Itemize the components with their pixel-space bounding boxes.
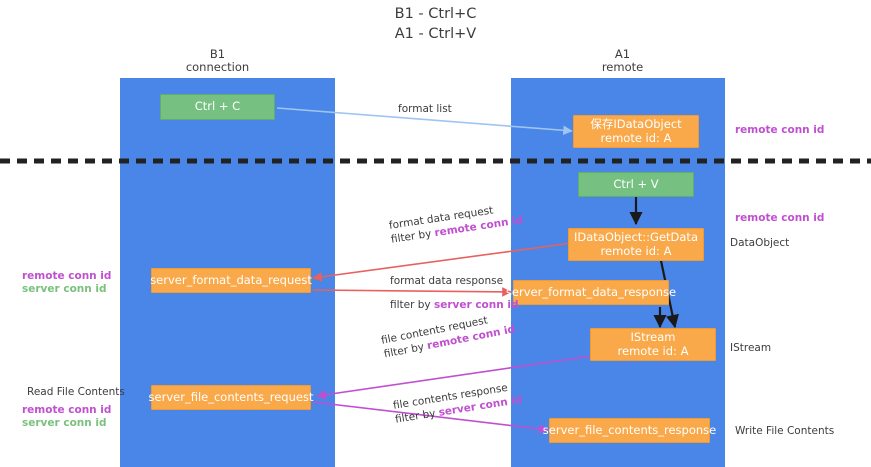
node-istream[interactable]: IStream remote id: A [590, 328, 716, 361]
node-getdata-line1: IDataObject::GetData [573, 230, 698, 244]
annotation-istream: IStream [730, 342, 772, 354]
node-ctrl-v-label: Ctrl + V [613, 176, 659, 191]
edge-label-file-contents-response: file contents response filter by server … [392, 379, 523, 427]
node-getdata-line2: remote id: A [600, 243, 672, 258]
lane-a1-sub: remote [601, 60, 644, 74]
lane-header-a1: A1 remote [555, 48, 690, 74]
node-server-file-contents-request-label: server_file_contents_request [148, 389, 314, 404]
node-server-file-contents-request[interactable]: server_file_contents_request [148, 385, 314, 410]
node-ctrl-c[interactable]: Ctrl + C [160, 94, 275, 120]
edge-fdres-filter-key: server conn id [433, 299, 519, 311]
annotation-dataobject: DataObject [730, 237, 790, 249]
annotation-left-remote-conn-id-1: remote conn id [22, 270, 112, 282]
annotation-left-server-conn-id-2: server conn id [22, 417, 107, 429]
annotation-read-file-contents: Read File Contents [27, 386, 125, 398]
lane-header-b1: B1 connection [150, 48, 285, 74]
node-server-format-data-request-label: server_format_data_request [150, 272, 312, 287]
title-line-1: B1 - Ctrl+C [394, 6, 477, 22]
node-server-file-contents-response-label: server_file_contents_response [542, 422, 717, 437]
lane-b1-sub: connection [185, 60, 250, 74]
node-ctrl-c-label: Ctrl + C [194, 99, 241, 114]
edge-label-format-list-text: format list [398, 103, 452, 115]
lane-b1-name: B1 [209, 47, 226, 61]
node-ctrl-v[interactable]: Ctrl + V [578, 172, 694, 197]
diagram-title: B1 - Ctrl+C A1 - Ctrl+V [0, 4, 871, 44]
node-server-file-contents-response[interactable]: server_file_contents_response [543, 418, 716, 443]
node-save-idataobject-line1: 保存IDataObject [590, 117, 682, 131]
annotation-remote-conn-id-top: remote conn id [735, 124, 825, 136]
edge-label-format-data-request: format data request filter by remote con… [388, 199, 524, 246]
node-save-idataobject-line2: remote id: A [600, 130, 672, 145]
edge-label-format-list: format list [398, 102, 452, 116]
edge-fdres-filter-prefix: filter by [390, 299, 434, 311]
edge-label-file-contents-request: file contents request filter by remote c… [380, 309, 516, 362]
annotation-left-remote-conn-id-2: remote conn id [22, 404, 112, 416]
annotation-remote-conn-id-mid: remote conn id [735, 212, 825, 224]
title-line-2: A1 - Ctrl+V [394, 26, 477, 42]
node-server-format-data-request[interactable]: server_format_data_request [150, 268, 312, 293]
node-istream-line2: remote id: A [617, 343, 689, 358]
annotation-left-server-conn-id-1: server conn id [22, 283, 107, 295]
node-server-format-data-response[interactable]: server_format_data_response [506, 280, 676, 305]
edge-label-format-data-response: format data response filter by server co… [390, 274, 519, 312]
lane-a1-name: A1 [614, 47, 631, 61]
edge-format-data-response-main: format data response [390, 275, 504, 287]
node-istream-line1: IStream [630, 330, 676, 344]
annotation-write-file-contents: Write File Contents [735, 425, 835, 437]
edge-format-data-response-filter: filter by server conn id [390, 298, 519, 312]
node-save-idataobject[interactable]: 保存IDataObject remote id: A [573, 115, 699, 148]
node-idataobject-getdata[interactable]: IDataObject::GetData remote id: A [568, 228, 704, 261]
node-server-format-data-response-label: server_format_data_response [505, 284, 677, 299]
